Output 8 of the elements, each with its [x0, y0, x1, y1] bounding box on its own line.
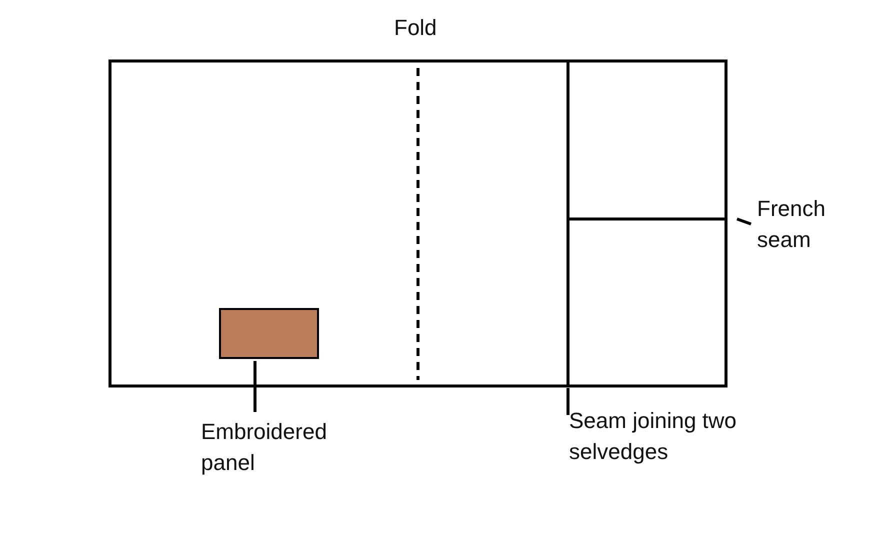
fold-label: Fold	[394, 14, 437, 42]
leader-line	[254, 361, 256, 412]
leader-line	[566, 388, 570, 415]
part-label: Seam joining two selvedges	[569, 405, 769, 467]
embroidered-panel	[219, 308, 319, 359]
part-label: Embroidered panel	[201, 416, 351, 478]
leader-line	[736, 218, 752, 226]
part-label: French seam	[757, 193, 847, 255]
